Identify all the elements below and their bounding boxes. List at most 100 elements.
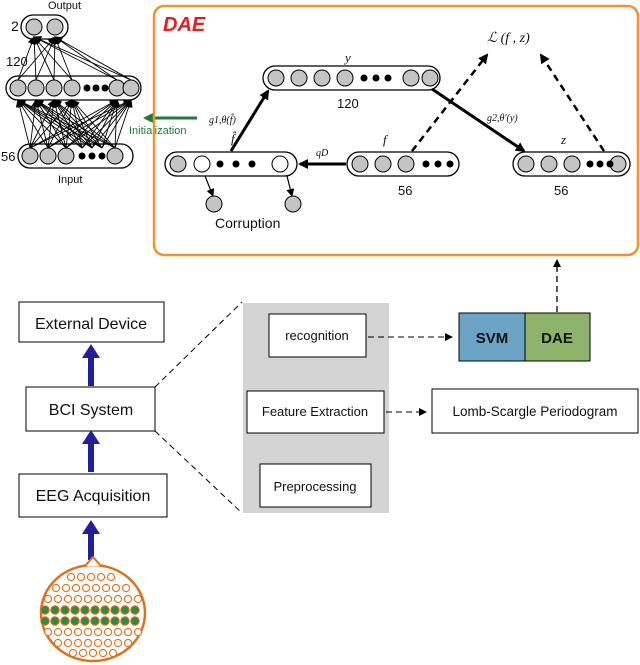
electrode (113, 638, 123, 648)
electrode (103, 594, 113, 604)
ellipsis-dot (232, 160, 240, 168)
network-edge (30, 36, 39, 81)
network-edge (35, 99, 83, 149)
network-node (563, 155, 581, 173)
network-edge (35, 99, 116, 149)
network-edge (53, 99, 103, 149)
hidden-layer-nodes (9, 79, 140, 97)
eeg-acquisition-label: EEG Acquisition (36, 488, 151, 505)
network-edge (54, 36, 118, 81)
feature-extraction-box (246, 390, 385, 434)
electrode (53, 627, 63, 637)
dae-panel: DAE y 120 ℒ (f , z) f̂ f 56 z 56 g1,θ(f̂… (152, 4, 640, 257)
svm-label: SVM (476, 330, 509, 347)
electrode (78, 648, 88, 658)
corrupted-node (205, 195, 223, 213)
ellipsis-dot (446, 160, 454, 168)
processing-panel: recognition Feature Extraction Preproces… (243, 303, 389, 513)
decoder-arrow (431, 87, 526, 153)
electrode (66, 572, 76, 582)
zoom-line-top (154, 301, 243, 388)
nose-shape (84, 555, 102, 567)
electrode (63, 594, 73, 604)
network-node (313, 69, 331, 87)
electrode (70, 605, 80, 615)
network-edge (53, 99, 93, 149)
preprocessing-box (259, 463, 372, 508)
network-edge (101, 99, 132, 149)
network-node (267, 69, 285, 87)
electrode (60, 605, 70, 615)
electrode (70, 616, 80, 626)
electrode (100, 616, 110, 626)
corruption-function-label: qD (316, 148, 329, 159)
electrode (123, 594, 133, 604)
electrode (121, 583, 131, 593)
electrode (43, 627, 53, 637)
ellipsis-dot (586, 160, 594, 168)
y-label: y (343, 50, 351, 65)
network-node (57, 147, 75, 165)
electrode (80, 605, 90, 615)
electrode (93, 638, 103, 648)
dae-box (524, 312, 591, 362)
electrode (100, 605, 110, 615)
network-edge (114, 99, 133, 149)
network-edge (71, 99, 103, 149)
ellipsis-dot (88, 152, 96, 160)
hidden-size-label: 120 (6, 54, 28, 69)
network-edge (17, 99, 103, 149)
network-edge (33, 36, 132, 81)
z-size-label: 56 (554, 183, 568, 198)
output-size-label: 2 (11, 18, 19, 34)
network-node (290, 69, 308, 87)
electrode (130, 616, 140, 626)
ellipsis-dot (92, 84, 100, 92)
network-edge (17, 99, 93, 149)
network-node (351, 155, 369, 173)
electrode (101, 583, 111, 593)
network-edge (17, 99, 116, 149)
ellipsis-dot (78, 152, 86, 160)
feature-extraction-label: Feature Extraction (262, 404, 368, 419)
network-node (374, 155, 392, 173)
electrode (76, 572, 86, 582)
external-device-label: External Device (35, 316, 147, 333)
encoder-arrow (229, 89, 270, 152)
f-hat-layer-nodes (169, 155, 289, 173)
dae-title: DAE (163, 14, 206, 36)
f-layer-nodes (351, 155, 454, 173)
classifier-box: SVM DAE (458, 312, 591, 362)
electrode (113, 594, 123, 604)
pretrained-network: Output 2 120 56 Input Initialization (1, 0, 197, 186)
network-edge (33, 36, 73, 81)
electrode (103, 638, 113, 648)
electrode (123, 627, 133, 637)
network-edge (91, 99, 118, 149)
ellipsis-dot (372, 74, 380, 82)
electrode (53, 594, 63, 604)
output-label: Output (48, 0, 81, 12)
electrode (86, 572, 96, 582)
external-device-box (18, 301, 165, 343)
preprocessing-label: Preprocessing (273, 479, 356, 494)
network-node (45, 79, 63, 97)
electrode (60, 616, 70, 626)
network-node (336, 69, 354, 87)
output-node (46, 18, 64, 36)
network-node (27, 79, 45, 97)
electrode (130, 605, 140, 615)
ellipsis-dot (216, 160, 224, 168)
electrode (120, 616, 130, 626)
f-label: f (383, 132, 389, 147)
z-layer-nodes (517, 155, 627, 173)
ellipsis-dot (83, 84, 91, 92)
ellipsis-dot (98, 152, 106, 160)
electrode (96, 572, 106, 582)
input-size-label: 56 (1, 149, 15, 164)
electrode (110, 605, 120, 615)
electrode (43, 594, 53, 604)
network-node (106, 147, 124, 165)
network-node (271, 155, 289, 173)
